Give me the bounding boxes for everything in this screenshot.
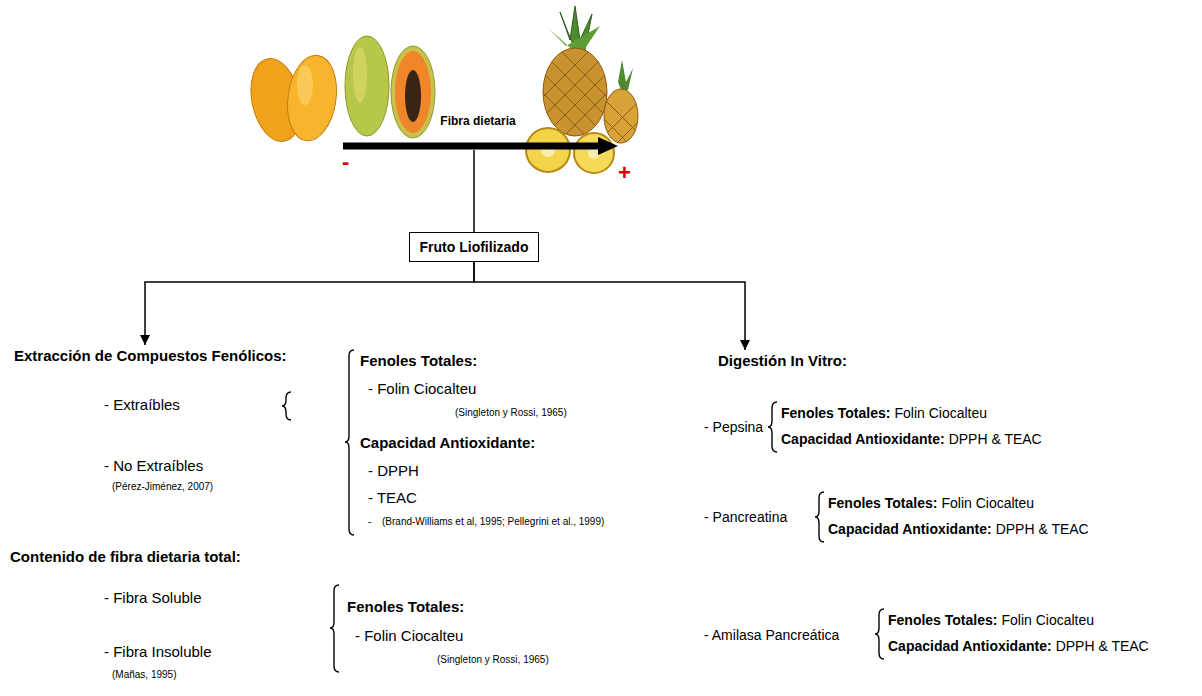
section-heading: Digestión In Vitro: xyxy=(718,352,847,369)
list-item: - Folin Ciocalteu xyxy=(368,380,476,398)
brace xyxy=(282,392,291,420)
sub-heading: Fenoles Totales: xyxy=(360,352,477,370)
list-item: - Pancreatina xyxy=(704,509,787,526)
brace xyxy=(815,492,824,542)
sub-heading: Fenoles Totales: xyxy=(888,612,997,629)
node-text: Digestión In Vitro: xyxy=(718,352,847,369)
list-item: - No Extraíbles xyxy=(104,457,203,475)
list-item: - Folin Ciocalteu xyxy=(355,627,463,645)
sub-heading: Capacidad Antioxidante: xyxy=(828,521,992,538)
sub-heading: Capacidad Antioxidante: xyxy=(781,431,945,448)
reference: (Brand-Williams et al, 1995; Pellegrini … xyxy=(382,516,604,528)
section-heading: Contenido de fibra dietaria total: xyxy=(10,548,241,566)
sign-label: + xyxy=(618,160,631,186)
reference: (Pérez-Jiménez, 2007) xyxy=(112,481,213,493)
method-name: Folin Ciocalteu xyxy=(1001,612,1094,629)
node-text: Fruto Liofilizado xyxy=(420,239,529,255)
section-heading: Extracción de Compuestos Fenólicos: xyxy=(14,347,287,364)
gradient-arrow xyxy=(343,143,600,150)
node-text: Extracción de Compuestos Fenólicos: xyxy=(14,347,287,364)
list-item: - Fibra Insoluble xyxy=(104,643,212,661)
process-box: Fruto Liofilizado xyxy=(409,232,540,262)
brace xyxy=(875,609,884,659)
connector-arrow xyxy=(145,262,474,345)
mango-picture xyxy=(244,52,342,146)
method-name: Folin Ciocalteu xyxy=(941,495,1034,512)
sub-heading: Capacidad Antioxidante: xyxy=(888,638,1052,655)
bullet: - xyxy=(368,516,371,528)
list-item: - Pepsina xyxy=(704,419,763,436)
method-name: DPPH & TEAC xyxy=(996,521,1089,538)
sub-heading: Fenoles Totales: xyxy=(828,495,937,512)
sign-label: - xyxy=(342,149,349,175)
reference: (Mañas, 1995) xyxy=(112,669,176,681)
list-item: - Amilasa Pancreática xyxy=(704,627,839,644)
connector-arrow xyxy=(474,262,745,350)
method-name: DPPH & TEAC xyxy=(1056,638,1149,655)
sub-heading: Capacidad Antioxidante: xyxy=(360,434,535,452)
brace xyxy=(768,402,777,452)
reference: (Singleton y Rossi, 1965) xyxy=(437,654,549,666)
list-item: - DPPH xyxy=(368,462,419,480)
reference: (Singleton y Rossi, 1965) xyxy=(455,407,567,419)
list-item: - Fibra Soluble xyxy=(104,589,202,607)
sub-heading: Fenoles Totales: xyxy=(347,598,464,616)
brace xyxy=(345,350,354,535)
list-item: - Extraíbles xyxy=(104,396,180,414)
brace xyxy=(330,585,339,672)
papaya-picture xyxy=(345,36,435,138)
method-name: Folin Ciocalteu xyxy=(894,405,987,422)
arrow-head xyxy=(598,137,618,155)
leader-line xyxy=(473,150,475,232)
sub-heading: Fenoles Totales: xyxy=(781,405,890,422)
axis-label: Fibra dietaria xyxy=(440,114,515,128)
method-name: DPPH & TEAC xyxy=(949,431,1042,448)
list-item: - TEAC xyxy=(368,489,417,507)
